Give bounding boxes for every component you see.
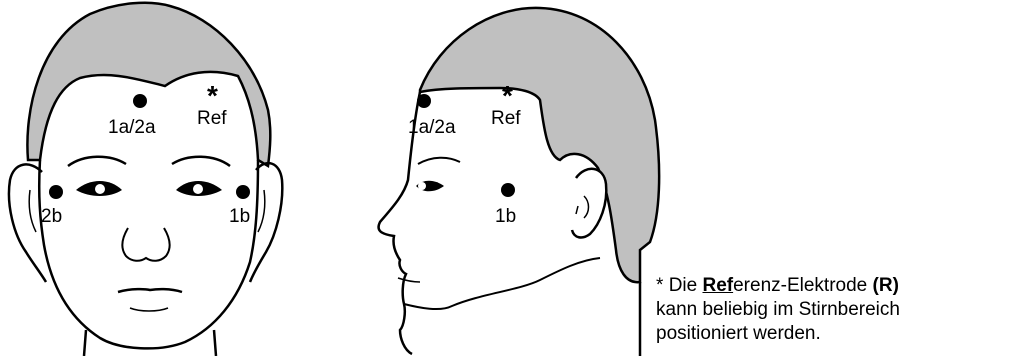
side-brow [418, 158, 460, 164]
label-1b-side: 1b [495, 206, 516, 227]
front-nose [122, 228, 169, 261]
side-jaw [404, 258, 600, 309]
side-view-head [379, 8, 660, 356]
reference-star-front: * [207, 80, 218, 111]
note-line-2: kann beliebig im Stirnbereich [656, 298, 1016, 322]
front-hair [27, 3, 270, 166]
label-1b-front: 1b [229, 206, 250, 227]
electrode-1b-front [236, 185, 250, 199]
note-ref-rest: erenz-Elektrode [733, 275, 872, 296]
electrode-1b-side [501, 183, 515, 197]
label-ref-front: Ref [197, 108, 227, 129]
electrode-1a-2a-side [417, 94, 431, 108]
note-prefix: Die [669, 275, 703, 296]
front-neck [84, 330, 216, 356]
label-1a-2a-front: 1a/2a [108, 117, 156, 138]
reference-note: * Die Referenz-Elektrode (R) kann belieb… [656, 274, 1016, 346]
reference-star-side: * [502, 80, 513, 111]
note-ref-underlined: Ref [702, 275, 733, 296]
note-star: * [656, 275, 663, 296]
front-brow-left [68, 157, 126, 166]
note-line-1: * Die Referenz-Elektrode (R) [656, 274, 1016, 298]
front-mouth [118, 289, 182, 292]
electrode-2b [49, 185, 63, 199]
front-brow-right [172, 157, 230, 166]
label-ref-side: Ref [491, 108, 521, 129]
label-2b: 2b [41, 206, 62, 227]
note-ref-letter: (R) [873, 275, 899, 296]
front-view-head [9, 3, 282, 356]
front-face-outline [39, 160, 258, 348]
side-hair [420, 8, 659, 282]
side-ear [572, 169, 606, 238]
label-1a-2a-side: 1a/2a [408, 117, 456, 138]
note-line-3: positioniert werden. [656, 322, 1016, 346]
electrode-1a-2a-front [133, 94, 147, 108]
